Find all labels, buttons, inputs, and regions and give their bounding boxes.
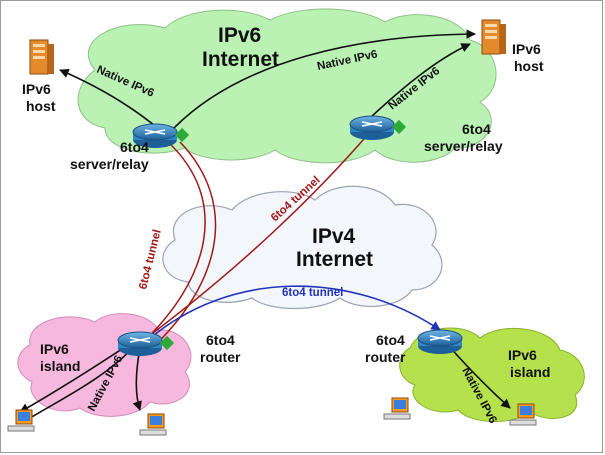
right-router-label-line2: router: [365, 349, 406, 365]
right-relay-label-line1: 6to4: [462, 121, 491, 137]
native-line-top-right: [369, 43, 471, 119]
ipv4-internet-cloud: [162, 185, 443, 310]
left-relay-label-line1: 6to4: [120, 139, 149, 155]
router-icon: [132, 123, 190, 148]
tunnel-line-right: [129, 131, 371, 351]
left-router-label-line2: router: [200, 349, 241, 365]
server-icon: [29, 39, 54, 75]
desktop-icon: [383, 397, 411, 420]
tunnel-line-left-a: [139, 141, 206, 346]
desktop-icon: [509, 403, 537, 426]
top-right-host-label-line2: host: [514, 58, 544, 74]
tunnel-line-left-b: [149, 141, 217, 351]
ipv6-internet-label-line2: Internet: [202, 48, 279, 71]
tunnel-label-left: 6to4 tunnel: [137, 228, 163, 290]
tunnel-label-bottom: 6to4 tunnel: [282, 287, 343, 299]
native-line-top-middle: [171, 29, 476, 131]
left-island-label-line2: island: [40, 358, 80, 374]
ipv4-internet-label-line1: IPv4: [312, 225, 356, 248]
server-icon: [481, 19, 506, 55]
router-icon: [349, 115, 407, 140]
router-icon: [417, 329, 463, 354]
left-island-label-line1: IPv6: [40, 341, 69, 357]
right-island-label-line1: IPv6: [508, 347, 537, 363]
left-relay-label-line2: server/relay: [70, 156, 149, 172]
top-left-host-label-line2: host: [26, 98, 56, 114]
native-line-bottom-left-a: [19, 344, 129, 413]
ipv6-internet-label-line1: IPv6: [218, 24, 261, 47]
router-icon: [117, 331, 175, 356]
right-router-label-line1: 6to4: [376, 332, 405, 348]
top-left-host-label-line1: IPv6: [22, 81, 51, 97]
right-relay-label-line2: server/relay: [424, 138, 503, 154]
native-line-top-left: [59, 68, 161, 131]
top-right-host-label-line1: IPv6: [512, 41, 541, 57]
native-line-bottom-left-b: [29, 344, 136, 419]
ipv4-internet-label-line2: Internet: [296, 248, 373, 271]
right-island-label-line2: island: [510, 364, 550, 380]
desktop-icon: [7, 409, 35, 432]
tunnel-line-bottom: [147, 285, 441, 341]
native-line-bottom-right: [447, 344, 511, 409]
desktop-icon: [139, 413, 167, 436]
left-router-label-line1: 6to4: [206, 332, 235, 348]
